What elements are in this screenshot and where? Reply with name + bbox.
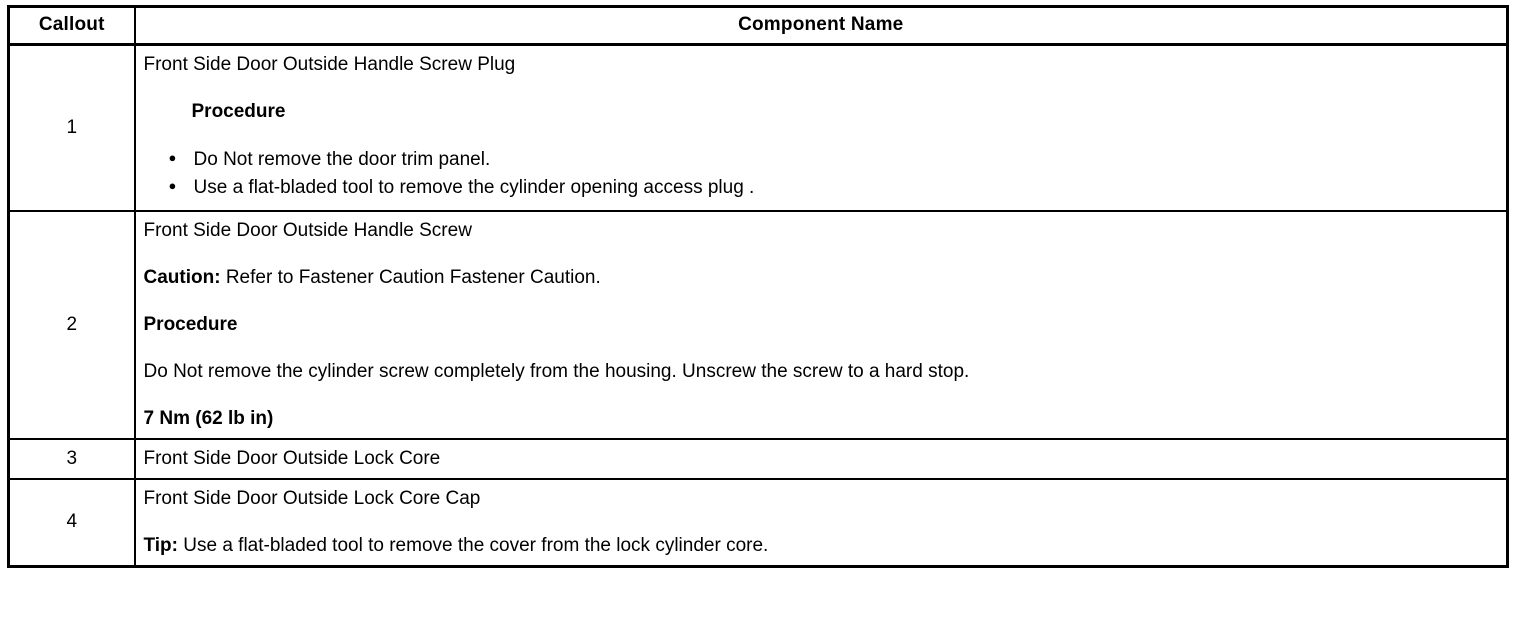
procedure-heading: Procedure (191, 100, 286, 122)
table-row: 4 Front Side Door Outside Lock Core Cap … (8, 477, 1508, 567)
component-name-cell: Front Side Door Outside Handle Screw Cau… (134, 210, 1508, 439)
table-header-row: Callout Component Name (8, 6, 1508, 46)
procedure-text: Do Not remove the cylinder screw complet… (143, 360, 970, 382)
component-callout-table: Callout Component Name 1 Front Side Door… (7, 5, 1509, 568)
procedure-bullet-list: Do Not remove the door trim panel. Use a… (144, 146, 1501, 200)
procedure-heading: Procedure (143, 313, 238, 335)
spacer (144, 77, 1501, 100)
caution-label: Caution: (143, 266, 221, 288)
spacer (144, 124, 1501, 147)
component-title: Front Side Door Outside Lock Core Cap (143, 487, 481, 509)
spacer (144, 243, 1501, 266)
spacer (144, 384, 1501, 407)
table-header: Callout Component Name (8, 6, 1508, 46)
table-row: 2 Front Side Door Outside Handle Screw C… (8, 210, 1508, 439)
caution-note: Caution: Refer to Fastener Caution Faste… (144, 266, 1501, 290)
table-row: 3 Front Side Door Outside Lock Core (8, 437, 1508, 479)
torque-specification: 7 Nm (62 lb in) (143, 407, 274, 429)
table-body: 1 Front Side Door Outside Handle Screw P… (8, 44, 1508, 567)
list-item: Use a flat-bladed tool to remove the cyl… (144, 174, 1501, 200)
callout-number: 4 (8, 477, 136, 567)
caution-text: Refer to Fastener Caution Fastener Cauti… (220, 266, 601, 288)
spacer (144, 337, 1501, 360)
component-name-cell: Front Side Door Outside Handle Screw Plu… (135, 45, 1508, 212)
callout-number: 1 (8, 44, 136, 212)
callout-number: 2 (8, 210, 136, 439)
tip-note: Tip: Use a flat-bladed tool to remove th… (144, 534, 1501, 558)
component-name-cell: Front Side Door Outside Lock Core Cap Ti… (134, 477, 1508, 567)
component-name-cell: Front Side Door Outside Lock Core (134, 437, 1508, 479)
list-item: Do Not remove the door trim panel. (144, 146, 1501, 172)
spacer (144, 290, 1501, 313)
table-row: 1 Front Side Door Outside Handle Screw P… (8, 44, 1508, 212)
callout-number: 3 (8, 437, 136, 479)
component-title: Front Side Door Outside Handle Screw (143, 220, 472, 242)
component-title: Front Side Door Outside Lock Core (143, 447, 441, 469)
column-header-component-name: Component Name (134, 6, 1508, 46)
tip-text: Use a flat-bladed tool to remove the cov… (177, 534, 769, 556)
spacer (144, 511, 1501, 534)
tip-label: Tip: (143, 534, 178, 556)
column-header-callout: Callout (8, 6, 136, 46)
component-title: Front Side Door Outside Handle Screw Plu… (143, 54, 516, 75)
